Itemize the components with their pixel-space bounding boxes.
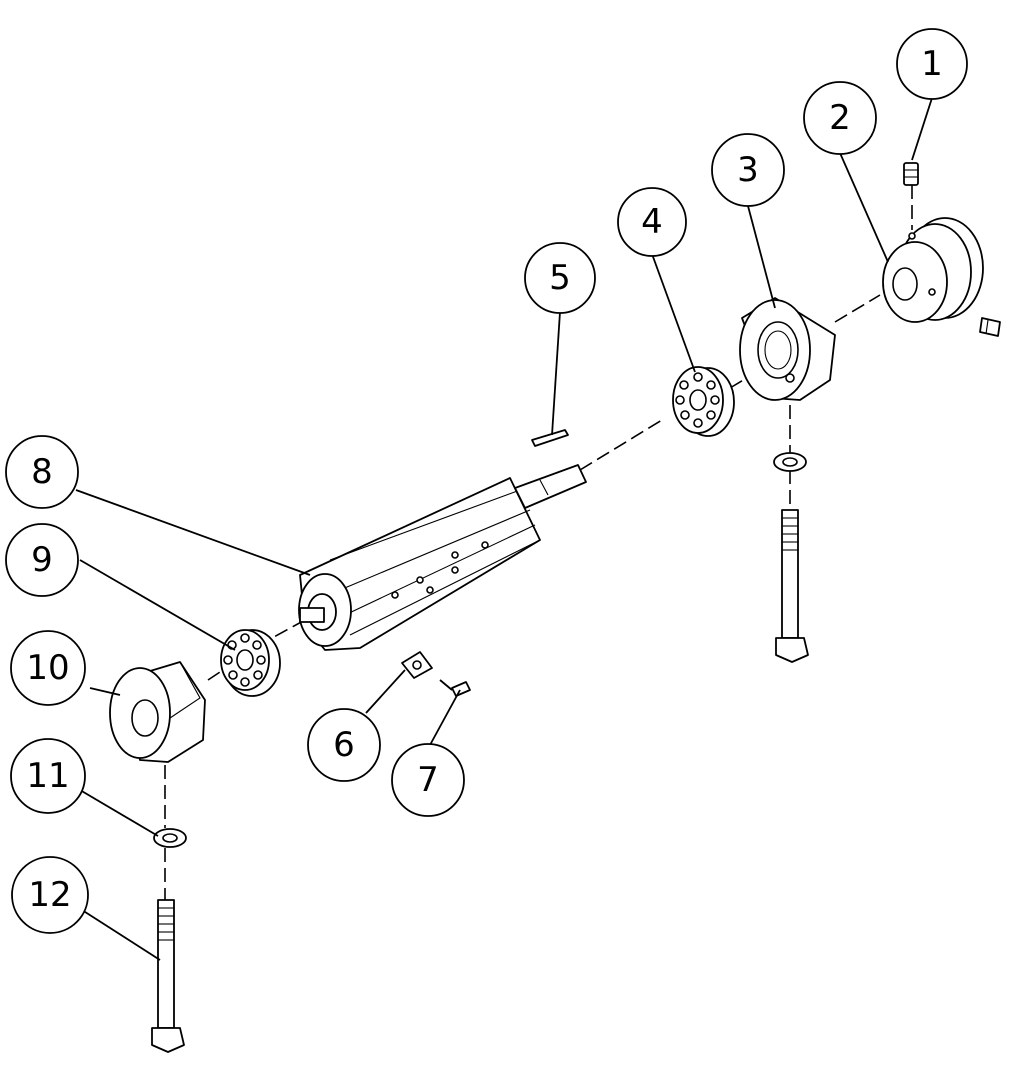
bearing-block-right (739, 297, 836, 401)
bearing-right (672, 366, 735, 437)
gib-plate (401, 651, 433, 679)
callout-label: 2 (829, 98, 851, 138)
callout-label: 6 (333, 725, 355, 765)
callout-5: 5 (524, 242, 596, 314)
callout-label: 1 (921, 44, 943, 84)
callout-12: 12 (11, 856, 89, 934)
callout-9: 9 (5, 523, 79, 597)
callout-label: 10 (26, 648, 69, 688)
callout-10: 10 (10, 630, 86, 706)
callout-2: 2 (803, 81, 877, 155)
callout-1: 1 (896, 28, 968, 100)
callout-4: 4 (617, 187, 687, 257)
callout-label: 11 (26, 756, 69, 796)
callout-11: 11 (10, 738, 86, 814)
lock-washer-left (153, 828, 187, 848)
callout-3: 3 (711, 133, 785, 207)
bolt-right (775, 509, 809, 663)
set-screw-top (903, 162, 919, 186)
callout-6: 6 (307, 708, 381, 782)
callout-label: 4 (641, 202, 663, 242)
cutter-head (298, 464, 587, 651)
bearing-block-left (109, 661, 206, 763)
bearing-left (220, 629, 281, 697)
gib-screw (439, 679, 471, 697)
bolt-left (151, 899, 185, 1053)
callout-label: 3 (737, 150, 759, 190)
callout-label: 9 (31, 540, 53, 580)
callout-label: 8 (31, 452, 53, 492)
shaft-key (531, 429, 569, 447)
callout-8: 8 (5, 435, 79, 509)
leader-lines (75, 97, 933, 961)
set-screw-side (979, 317, 1001, 337)
callout-7: 7 (391, 743, 465, 817)
callout-label: 7 (417, 760, 439, 800)
callout-label: 12 (28, 875, 71, 915)
lock-washer-right (773, 452, 807, 472)
pulley (882, 217, 984, 323)
callout-label: 5 (549, 258, 571, 298)
